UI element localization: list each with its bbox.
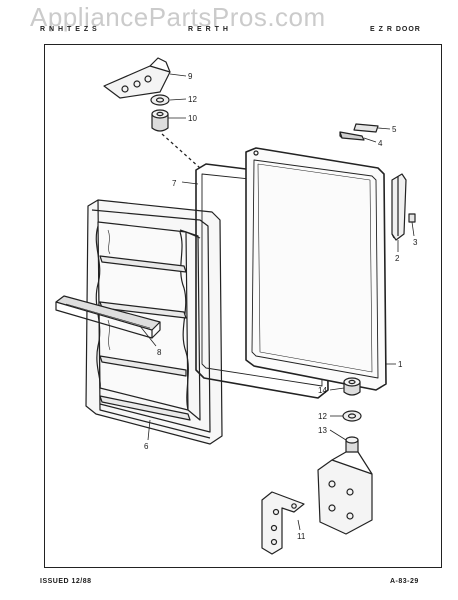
handle-cap [339, 131, 365, 141]
callout-2: 2 [395, 254, 400, 263]
callout-8: 8 [157, 348, 162, 357]
callout-labels: 9 12 10 5 4 7 1 2 3 8 6 14 12 13 11 [144, 72, 418, 541]
header-middle-text: R E R T H [188, 26, 229, 33]
callout-4: 4 [378, 139, 383, 148]
callout-13: 13 [318, 426, 327, 435]
callout-11: 11 [297, 532, 306, 541]
top-hinge-bracket [103, 57, 171, 99]
callout-7: 7 [172, 179, 177, 188]
header-left-text: R N H T E Z S [40, 26, 98, 33]
header-right-text: E Z R DOOR [370, 26, 421, 33]
handle-screw [408, 213, 416, 223]
callout-3: 3 [413, 238, 418, 247]
diagram-code: A-83-29 [390, 578, 419, 585]
callout-10: 10 [188, 114, 197, 123]
diagram-frame [44, 44, 442, 568]
callout-12-bottom: 12 [318, 412, 327, 421]
l-bracket [261, 491, 305, 555]
door-shelf-bar [55, 295, 161, 339]
watermark: AppliancePartsPros.com [30, 2, 326, 32]
door-handle [391, 173, 407, 241]
header: AppliancePartsPros.com R N H T E Z S R E… [0, 0, 458, 44]
issued-date: ISSUED 12/88 [40, 578, 92, 585]
top-bushing [151, 109, 169, 132]
bottom-hinge [317, 436, 373, 535]
callout-14: 14 [318, 386, 327, 395]
callout-1: 1 [398, 360, 403, 369]
trim-piece [353, 123, 379, 133]
callout-9: 9 [188, 72, 193, 81]
callout-12-top: 12 [188, 95, 197, 104]
callout-6: 6 [144, 442, 149, 451]
top-washer [150, 94, 170, 106]
callout-5: 5 [392, 125, 397, 134]
bottom-bushing [343, 377, 361, 396]
outer-door-panel [245, 147, 387, 391]
leader-lines [139, 73, 415, 531]
bottom-washer [342, 410, 362, 422]
